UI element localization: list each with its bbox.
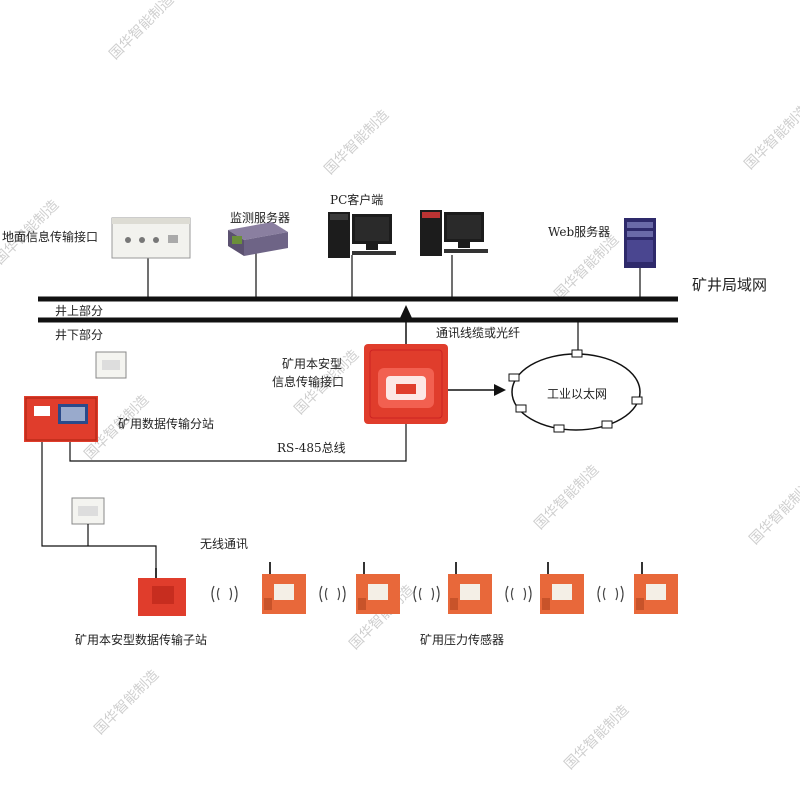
industrial-ethernet-label: 工业以太网 xyxy=(547,386,607,401)
pressure-sensor-device xyxy=(356,562,400,614)
pressure-sensor-label: 矿用压力传感器 xyxy=(420,632,504,647)
rs485-bus-label: RS-485总线 xyxy=(277,441,346,455)
monitor-server-label: 监测服务器 xyxy=(230,210,290,225)
watermark: 国华智能制造 xyxy=(92,667,163,738)
data-sub-station-label: 矿用本安型数据传输子站 xyxy=(75,632,207,647)
junction-device xyxy=(71,497,105,525)
mine-transfer-interface-label-2: 信息传输接口 xyxy=(272,374,344,389)
wireless-signal-icon xyxy=(413,585,440,603)
pc-client-label: PC客户端 xyxy=(330,192,383,207)
watermark: 国华智能制造 xyxy=(552,232,623,303)
wireless-comm-label: 无线通讯 xyxy=(200,537,248,551)
surface-interface-device xyxy=(111,217,191,259)
pressure-sensor-device xyxy=(634,562,678,614)
web-server-label: Web服务器 xyxy=(548,224,610,239)
mine-transfer-interface-device xyxy=(364,344,448,424)
connector xyxy=(41,442,157,580)
arrow-right-icon xyxy=(494,384,506,396)
surface-interface-label: 地面信息传输接口 xyxy=(2,229,98,244)
pressure-sensor-device xyxy=(262,562,306,614)
server-icon xyxy=(624,218,656,268)
wireless-signal-icon xyxy=(597,585,624,603)
server-icon xyxy=(228,222,288,256)
pressure-sensor-device xyxy=(448,562,492,614)
wireless-signal-icon xyxy=(319,585,346,603)
watermark: 国华智能制造 xyxy=(532,462,603,533)
wireless-signal-icon xyxy=(211,585,238,603)
data-sub-station-device xyxy=(138,568,186,616)
rs485-bus-line xyxy=(69,424,407,462)
mine-lan-label: 矿井局域网 xyxy=(692,276,767,294)
watermark: 国华智能制造 xyxy=(742,102,800,173)
mine-transfer-interface-label-1: 矿用本安型 xyxy=(282,356,342,371)
pressure-sensor-device xyxy=(540,562,584,614)
computer-icon xyxy=(420,210,488,256)
ring-nodes xyxy=(508,349,643,433)
junction-device xyxy=(95,351,127,379)
wireless-signal-icon xyxy=(505,585,532,603)
below-ground-label: 井下部分 xyxy=(55,327,103,342)
data-substation-label: 矿用数据传输分站 xyxy=(118,416,214,431)
watermark: 国华智能制造 xyxy=(322,107,393,178)
computer-icon xyxy=(328,212,396,258)
data-substation-device xyxy=(24,396,98,442)
watermark: 国华智能制造 xyxy=(562,702,633,773)
comm-cable-label: 通讯线缆或光纤 xyxy=(436,326,520,340)
above-ground-label: 井上部分 xyxy=(55,303,103,318)
watermark: 国华智能制造 xyxy=(747,477,800,548)
watermark: 国华智能制造 xyxy=(107,0,178,63)
arrow-up-icon xyxy=(400,305,412,318)
